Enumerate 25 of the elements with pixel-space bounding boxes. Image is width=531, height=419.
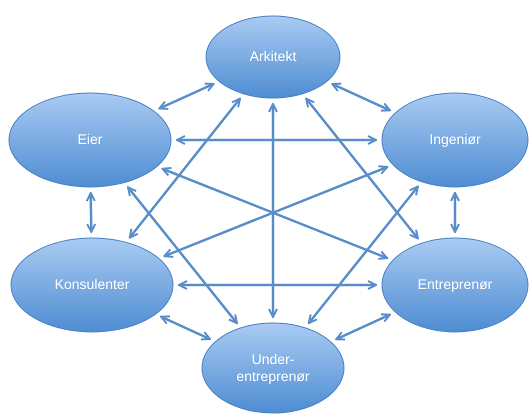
double-arrow xyxy=(335,313,391,341)
ellipse-node xyxy=(201,322,345,414)
double-arrow xyxy=(127,186,238,324)
ellipse-node xyxy=(381,237,529,333)
double-arrow xyxy=(308,186,419,324)
double-arrow xyxy=(268,103,278,318)
double-arrow xyxy=(86,192,96,233)
ellipse-node xyxy=(205,15,341,99)
double-arrow xyxy=(176,135,377,145)
node-label: Arkitekt xyxy=(250,48,296,66)
double-arrow xyxy=(305,98,419,240)
node-label: Eier xyxy=(78,131,102,149)
ellipse-node xyxy=(381,92,529,188)
double-arrow xyxy=(331,82,391,112)
double-arrow xyxy=(160,315,211,340)
node-label: Konsulenter xyxy=(54,276,130,294)
ellipse-node xyxy=(8,92,172,188)
double-arrow xyxy=(158,82,215,110)
double-arrow xyxy=(128,98,241,239)
ellipse-node xyxy=(10,237,174,333)
double-arrow xyxy=(450,192,460,233)
double-arrow xyxy=(178,280,377,290)
node-label: Ingeniør xyxy=(429,131,481,149)
node-label: Under- entreprenør xyxy=(235,350,311,386)
node-label: Entreprenør xyxy=(418,276,492,294)
